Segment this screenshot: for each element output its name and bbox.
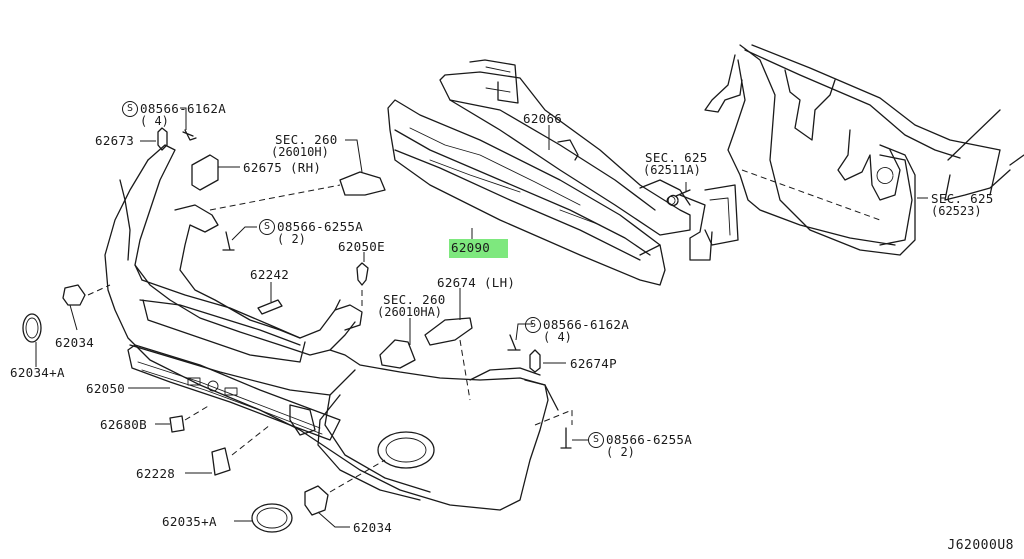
part-label-62673[interactable]: 62673 xyxy=(95,133,135,148)
leader-lines xyxy=(35,107,928,528)
part-qty-08566-6162a-top: ( 4) xyxy=(140,114,169,128)
screw-symbol: S xyxy=(525,317,541,333)
ring-62034a xyxy=(22,313,42,343)
cover-62228 xyxy=(211,447,231,476)
sec-ref-26010ha: (26010HA) xyxy=(377,305,443,319)
part-label-08566-6255a-top[interactable]: 08566-6255A xyxy=(277,219,364,234)
screw-symbol: S xyxy=(588,432,604,448)
sec-ref-62523: (62523) xyxy=(931,204,982,218)
part-qty-08566-6255a-bottom: ( 2) xyxy=(606,445,635,459)
bracket-62675 xyxy=(191,154,219,191)
sec-label-625-a[interactable]: SEC. 625 xyxy=(645,150,708,165)
sensor-cap-62034-bottom xyxy=(304,485,329,516)
screw-top xyxy=(182,129,197,141)
bumper-reinforcement-upper xyxy=(439,59,739,261)
sec-ref-62511a: (62511A) xyxy=(643,163,701,177)
part-label-62680b[interactable]: 62680B xyxy=(100,417,147,432)
clip-62680b xyxy=(169,415,185,433)
sec-label-260-h[interactable]: SEC. 260 xyxy=(275,132,338,147)
headlamp-bracket-rh xyxy=(339,171,386,196)
small-parts xyxy=(22,127,691,533)
screw-6255a-bottom xyxy=(560,427,572,449)
part-label-08566-6162a-top[interactable]: 08566-6162A xyxy=(140,101,227,116)
bolt-62511a xyxy=(667,189,691,207)
part-qty-08566-6162a-mid: ( 4) xyxy=(543,330,572,344)
part-label-62050[interactable]: 62050 xyxy=(86,381,126,396)
part-label-62674[interactable]: 62674 (LH) xyxy=(437,275,516,290)
sensor-cap-62034-left xyxy=(62,284,86,306)
ring-62035a xyxy=(251,503,293,533)
part-label-08566-6255a-bottom[interactable]: 08566-6255A xyxy=(606,432,693,447)
bumper-fascia xyxy=(104,144,559,511)
bumper-reinforcement-main xyxy=(387,99,666,286)
screw-symbol: S xyxy=(122,101,138,117)
part-label-62034-left[interactable]: 62034 xyxy=(55,335,95,350)
screw-6255a-top xyxy=(222,231,235,251)
part-label-62242[interactable]: 62242 xyxy=(250,267,290,282)
sec-label-260-ha[interactable]: SEC. 260 xyxy=(383,292,446,307)
clip-62050e xyxy=(356,262,369,286)
highlighted-part-number: 62090 xyxy=(449,239,509,258)
screw-symbol: S xyxy=(259,219,275,235)
part-label-62674p[interactable]: 62674P xyxy=(570,356,617,371)
radiator-core-support xyxy=(704,44,1024,256)
diagram-code: J62000U8 xyxy=(947,538,1014,553)
part-label-62035a[interactable]: 62035+A xyxy=(162,514,217,529)
screw-6162a-mid xyxy=(507,334,521,351)
headlamp-bracket-lh xyxy=(379,339,416,369)
part-label-62675[interactable]: 62675 (RH) xyxy=(243,160,322,175)
part-qty-08566-6255a-top: ( 2) xyxy=(277,232,306,246)
part-label-62228[interactable]: 62228 xyxy=(136,466,176,481)
bracket-62242 xyxy=(257,299,283,315)
bracket-62674 xyxy=(424,317,473,346)
part-label-62034a[interactable]: 62034+A xyxy=(10,365,65,380)
part-label-62034-bottom[interactable]: 62034 xyxy=(353,520,393,535)
sec-ref-26010h: (26010H) xyxy=(271,145,329,159)
sec-label-625-b[interactable]: SEC. 625 xyxy=(931,191,994,206)
part-label-62090[interactable]: 62090 xyxy=(449,239,509,258)
clip-62674p xyxy=(529,349,541,373)
part-label-62050e[interactable]: 62050E xyxy=(338,239,385,254)
part-label-08566-6162a-mid[interactable]: 08566-6162A xyxy=(543,317,630,332)
clip-62673 xyxy=(157,127,168,151)
part-label-62066[interactable]: 62066 xyxy=(523,111,563,126)
